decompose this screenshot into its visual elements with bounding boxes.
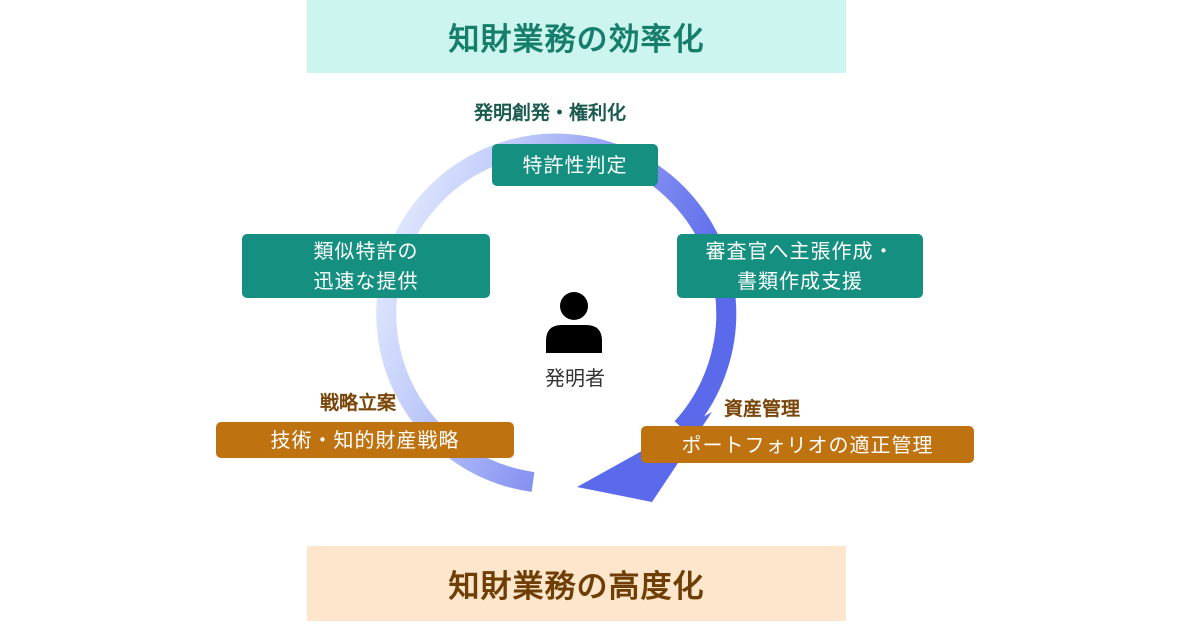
asset-section-label: 資産管理	[724, 394, 800, 421]
examiner-support-line2: 書類作成支援	[737, 269, 863, 293]
strategy-section-label: 戦略立案	[320, 388, 396, 415]
portfolio-box: ポートフォリオの適正管理	[641, 426, 974, 463]
invention-section-label: 発明創発・権利化	[474, 98, 626, 125]
examiner-support-box: 審査官へ主張作成・ 書類作成支援	[677, 234, 923, 298]
strategy-text: 技術・知的財産戦略	[270, 428, 460, 452]
asset-section-text: 資産管理	[724, 398, 801, 420]
patentability-box: 特許性判定	[492, 144, 658, 186]
similar-patents-line1: 類似特許の	[313, 239, 419, 263]
person-icon	[546, 292, 602, 353]
invention-section-text: 発明創発・権利化	[474, 102, 627, 124]
efficiency-banner: 知財業務の効率化	[307, 0, 846, 73]
inventor-label-text: 発明者	[545, 366, 605, 390]
similar-patents-box: 類似特許の 迅速な提供	[242, 234, 490, 298]
efficiency-banner-title: 知財業務の効率化	[448, 22, 705, 58]
patentability-text: 特許性判定	[522, 153, 628, 177]
sophistication-banner-title: 知財業務の高度化	[448, 569, 705, 605]
portfolio-text: ポートフォリオの適正管理	[681, 432, 934, 457]
inventor-label: 発明者	[520, 362, 630, 391]
sophistication-banner: 知財業務の高度化	[307, 546, 846, 621]
strategy-section-text: 戦略立案	[320, 392, 397, 414]
similar-patents-line2: 迅速な提供	[313, 269, 419, 293]
strategy-box: 技術・知的財産戦略	[216, 422, 514, 458]
examiner-support-line1: 審査官へ主張作成・	[705, 239, 895, 263]
